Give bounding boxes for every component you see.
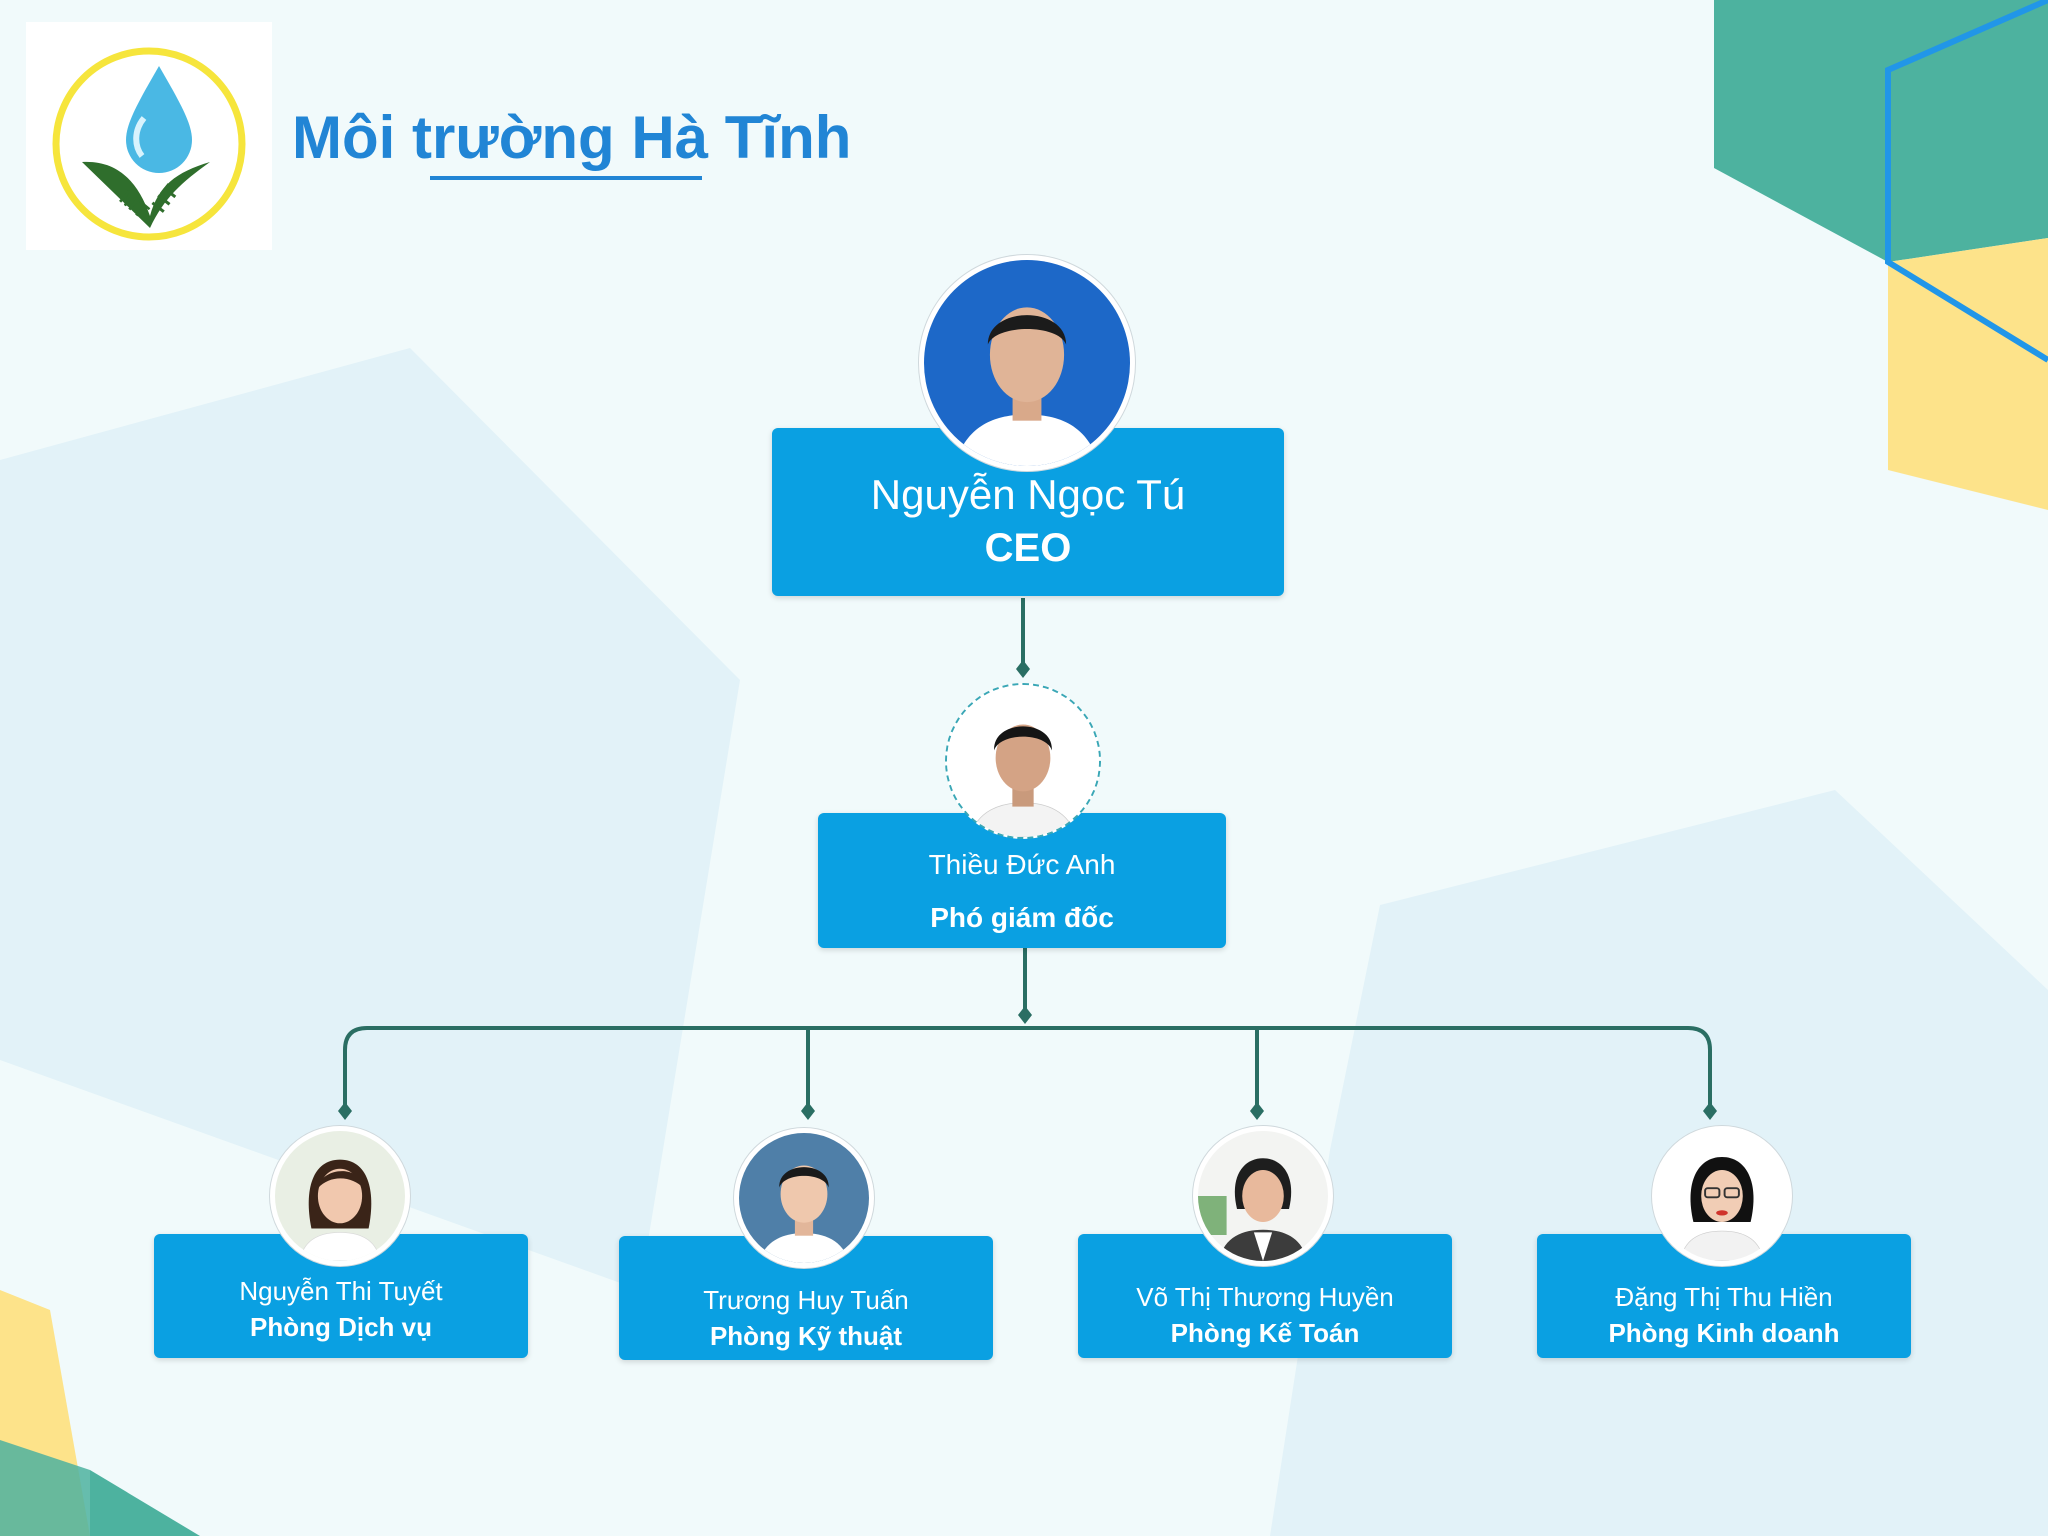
ceo-name: Nguyễn Ngọc Tú: [870, 470, 1186, 518]
company-logo: MT HT: [26, 22, 272, 250]
deputy-avatar: [945, 683, 1101, 839]
department-role-2: Phòng Kỹ thuật: [709, 1321, 903, 1351]
department-avatar-2: [734, 1128, 874, 1268]
ceo-avatar: [919, 255, 1135, 471]
department-name-1: Nguyễn Thi Tuyết: [239, 1276, 443, 1307]
department-avatar-4: [1652, 1126, 1792, 1266]
deputy-name: Thiều Đức Anh: [928, 849, 1116, 881]
department-avatar-3: [1193, 1126, 1333, 1266]
department-name-2: Trương Huy Tuấn: [703, 1285, 909, 1316]
department-role-4: Phòng Kinh doanh: [1608, 1318, 1840, 1348]
department-avatar-1: [270, 1126, 410, 1266]
title-underline: [430, 176, 702, 180]
department-name-3: Võ Thị Thương Huyền: [1136, 1282, 1394, 1313]
department-role-1: Phòng Dịch vụ: [250, 1312, 432, 1342]
deputy-role: Phó giám đốc: [930, 901, 1114, 933]
department-name-4: Đặng Thị Thu Hiền: [1615, 1282, 1833, 1313]
ceo-role: CEO: [984, 526, 1072, 571]
page-title: Môi trường Hà Tĩnh: [292, 104, 852, 171]
department-role-3: Phòng Kế Toán: [1170, 1318, 1360, 1348]
